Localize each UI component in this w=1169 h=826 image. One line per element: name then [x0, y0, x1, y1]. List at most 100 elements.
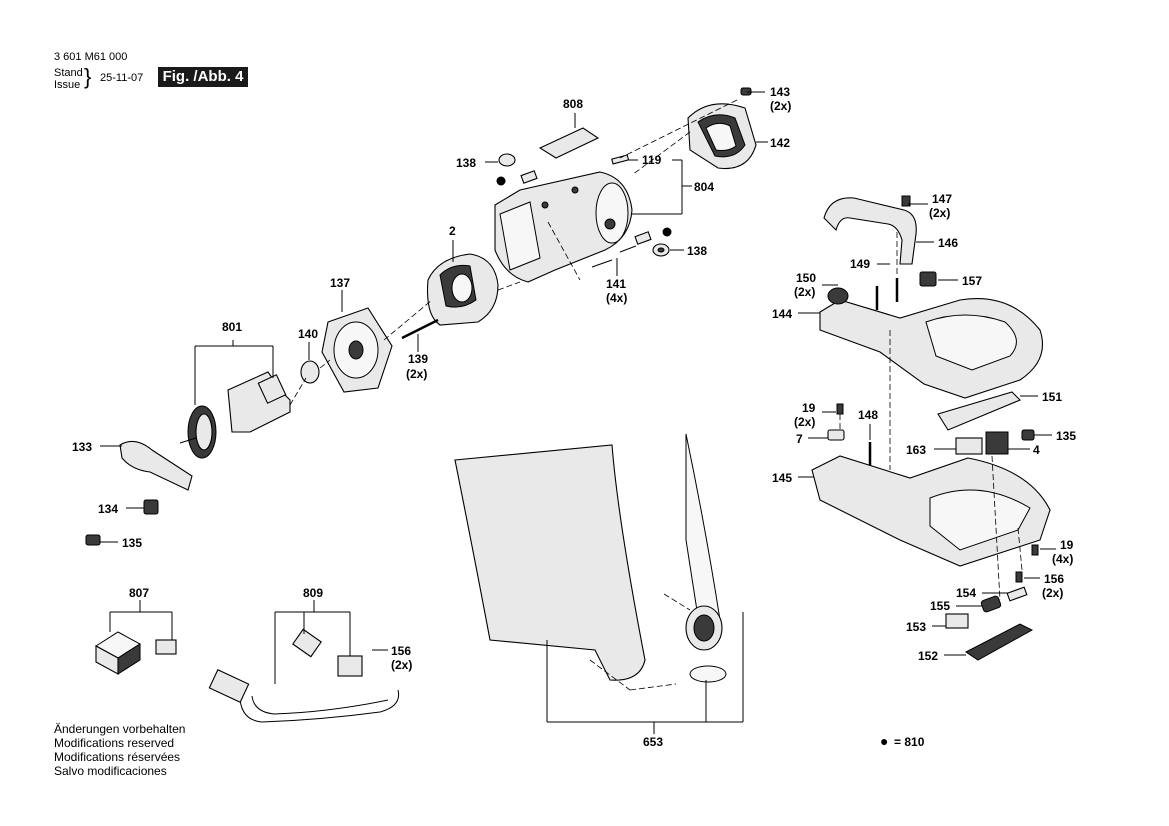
- callout-145: 145: [772, 471, 792, 485]
- part-141-screw-a: [591, 259, 613, 268]
- part-19-screw-bottom: [1031, 544, 1039, 556]
- callout-19-top: 19: [802, 401, 816, 415]
- callout-19-top-qty: (2x): [794, 415, 815, 429]
- callout-155: 155: [930, 599, 950, 613]
- brush-top: [520, 170, 538, 184]
- part-137-bearing-plate: [321, 307, 393, 393]
- part-135-spring-right: [1021, 429, 1035, 441]
- callout-119: 119: [642, 153, 662, 167]
- callout-653: 653: [643, 735, 663, 749]
- part-2-field-coil: [426, 253, 499, 326]
- callout-7: 7: [796, 432, 803, 446]
- part-144-top-housing: [819, 287, 1044, 399]
- callout-157: 157: [962, 274, 982, 288]
- part-138-brush-cap-right: [652, 243, 670, 257]
- brace-glyph: }: [84, 64, 92, 89]
- callout-142: 142: [770, 136, 790, 150]
- note-es: Salvo modificaciones: [54, 764, 167, 778]
- issue-date: 25-11-07: [100, 72, 144, 84]
- callout-139-qty: (2x): [406, 367, 427, 381]
- note-de: Änderungen vorbehalten: [54, 722, 186, 736]
- part-138-brush-cap-top: [498, 153, 516, 167]
- marker-810-b: [662, 227, 672, 237]
- part-809-power-cable: [208, 628, 400, 723]
- callout-807: 807: [129, 586, 149, 600]
- callout-19-bottom: 19: [1060, 538, 1074, 552]
- part-154-contact: [1006, 586, 1028, 602]
- callout-134: 134: [98, 502, 118, 516]
- callout-801: 801: [222, 320, 242, 334]
- callout-149: 149: [850, 257, 870, 271]
- figure-badge: Fig. /Abb. 4: [158, 67, 248, 87]
- callout-152: 152: [918, 649, 938, 663]
- callout-144: 144: [772, 307, 792, 321]
- callout-141: 141: [606, 277, 626, 291]
- callout-2: 2: [449, 224, 456, 238]
- callout-804: 804: [694, 180, 714, 194]
- note-fr: Modifications réservées: [54, 750, 181, 764]
- part-139-screw: [401, 318, 439, 340]
- callout-138-right: 138: [687, 244, 707, 258]
- part-163-terminal-block: [955, 437, 983, 455]
- callout-4: 4: [1033, 443, 1040, 457]
- callout-808: 808: [563, 97, 583, 111]
- callout-135-left: 135: [122, 536, 142, 550]
- callout-147-qty: (2x): [929, 206, 950, 220]
- callout-19-bottom-qty: (4x): [1052, 552, 1073, 566]
- leader-lines: [100, 91, 1056, 734]
- part-135-spring-left: [85, 534, 101, 546]
- callout-148: 148: [858, 408, 878, 422]
- issue-label: Issue: [54, 79, 81, 91]
- part-141-screw-b: [619, 245, 637, 253]
- callout-140: 140: [298, 327, 318, 341]
- part-156-screw-right: [1015, 571, 1023, 583]
- callout-labels: 143 (2x) 142 808 138 119 804 138 141 (4x…: [72, 85, 1076, 749]
- callout-163: 163: [906, 443, 926, 457]
- stand-label: Stand: [54, 67, 83, 79]
- callout-156-right: 156: [1044, 572, 1064, 586]
- part-140-ball-bearing: [300, 360, 320, 384]
- part-147-screw: [901, 195, 911, 207]
- part-145-base-housing: [811, 455, 1051, 567]
- callout-137: 137: [330, 276, 350, 290]
- part-157-switch: [919, 271, 937, 287]
- callout-135-right: 135: [1056, 429, 1076, 443]
- part-146-handle: [823, 197, 917, 265]
- legend-810: ● = 810: [880, 733, 925, 749]
- callout-141-qty: (4x): [606, 291, 627, 305]
- callout-809: 809: [303, 586, 323, 600]
- modification-notes: Änderungen vorbehalten Modifications res…: [54, 722, 185, 778]
- document-number: 3 601 M61 000: [54, 51, 128, 63]
- callout-153: 153: [906, 620, 926, 634]
- part-133-spanner: [119, 440, 193, 491]
- callout-150-qty: (2x): [794, 285, 815, 299]
- callout-151: 151: [1042, 390, 1062, 404]
- part-134-lock-button: [143, 499, 159, 515]
- part-151-cover-strip: [937, 391, 1021, 431]
- callout-156-left-qty: (2x): [391, 658, 412, 672]
- marker-810-a: [496, 176, 506, 186]
- part-7-clip: [827, 429, 845, 441]
- part-807-accessory-kit: [95, 631, 177, 675]
- part-801-armature: [179, 371, 291, 459]
- callout-139: 139: [408, 352, 428, 366]
- part-804-motor-housing: [494, 171, 633, 283]
- brush-right: [634, 231, 652, 245]
- legend-dot: ●: [880, 733, 888, 749]
- note-en: Modifications reserved: [54, 736, 175, 750]
- part-808-label: [538, 127, 600, 159]
- callout-143: 143: [770, 85, 790, 99]
- part-152-base-plate: [965, 623, 1034, 661]
- part-142-end-cap: [687, 103, 757, 170]
- callout-138-top: 138: [456, 156, 476, 170]
- part-155-spring: [980, 595, 1002, 613]
- callout-156-left: 156: [391, 644, 411, 658]
- callout-133: 133: [72, 440, 92, 454]
- part-119-screw: [611, 154, 630, 165]
- callout-156-right-qty: (2x): [1042, 586, 1063, 600]
- legend-text: = 810: [894, 735, 925, 749]
- callout-146: 146: [938, 236, 958, 250]
- part-19-screw-top: [836, 403, 844, 415]
- part-153-bracket: [945, 613, 969, 629]
